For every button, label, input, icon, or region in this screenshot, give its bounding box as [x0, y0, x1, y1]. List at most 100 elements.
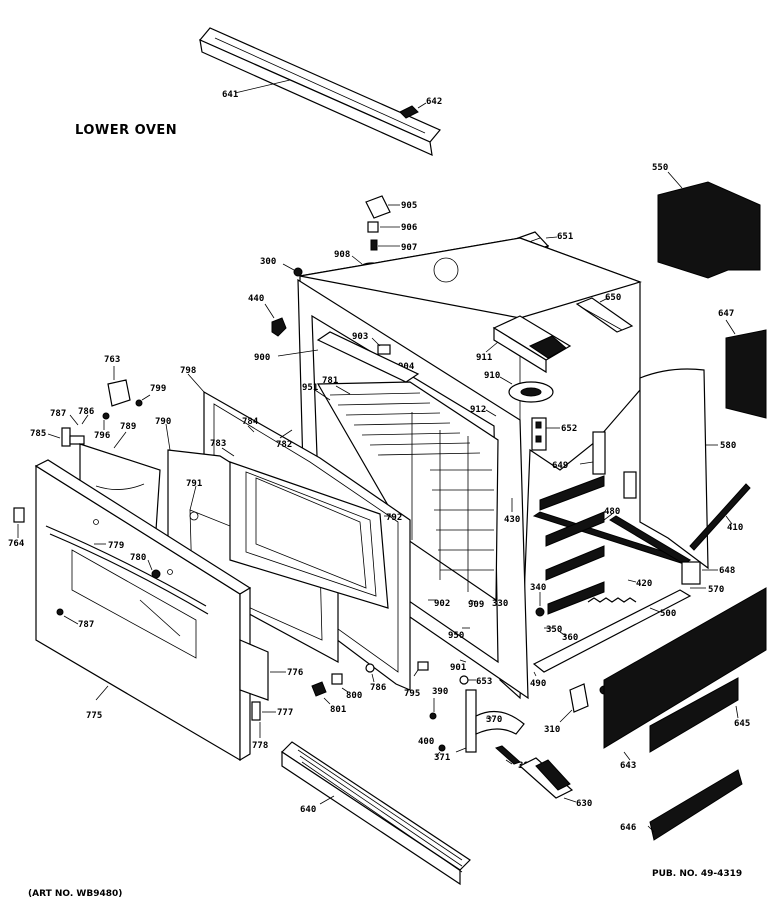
- label-340: 340: [530, 583, 546, 593]
- label-390: 390: [432, 687, 448, 697]
- side-insulation-strips: [539, 475, 605, 615]
- part-903-ignitor: [377, 344, 391, 355]
- label-799: 799: [150, 384, 166, 394]
- part-911-vent-duct: [492, 315, 572, 374]
- part-390-screw: [429, 712, 437, 720]
- label-775: 775: [86, 711, 102, 721]
- part-646-insulation: [649, 769, 743, 841]
- label-400: 400: [418, 737, 434, 747]
- label-796: 796: [94, 431, 110, 441]
- label-550: 550: [652, 163, 668, 173]
- label-648: 648: [719, 566, 735, 576]
- part-643-insulation: [603, 587, 767, 749]
- label-907: 907: [401, 243, 417, 253]
- part-799-screw: [135, 399, 143, 407]
- label-790: 790: [155, 417, 171, 427]
- part-777-hinge: [251, 701, 261, 721]
- part-649-tab: [623, 471, 637, 499]
- part-380-burner-tube: [495, 745, 521, 765]
- label-787-lower: 787: [78, 620, 94, 630]
- label-779: 779: [108, 541, 124, 551]
- part-500-bottom-pan: [532, 589, 692, 673]
- diagram-title: LOWER OVEN: [75, 123, 177, 138]
- label-800: 800: [346, 691, 362, 701]
- label-647: 647: [718, 309, 734, 319]
- part-310-bracket: [569, 683, 589, 713]
- part-647-insulation: [725, 329, 767, 419]
- label-785: 785: [30, 429, 46, 439]
- label-580: 580: [720, 441, 736, 451]
- label-787: 787: [50, 409, 66, 419]
- label-440: 440: [248, 294, 264, 304]
- part-910-burner-cap: [508, 381, 554, 403]
- label-643: 643: [620, 761, 636, 771]
- label-360: 360: [562, 633, 578, 643]
- label-630: 630: [576, 799, 592, 809]
- label-778: 778: [252, 741, 268, 751]
- label-906: 906: [401, 223, 417, 233]
- part-640-kick-panel: [281, 741, 471, 886]
- pub-number: PUB. NO. 49-4319: [652, 869, 742, 879]
- label-903: 903: [352, 332, 368, 342]
- part-440-latch: [271, 317, 287, 337]
- label-780: 780: [130, 553, 146, 563]
- art-number: (ART NO. WB9480): [28, 889, 122, 899]
- label-905: 905: [401, 201, 417, 211]
- part-300-screw: [293, 267, 303, 277]
- label-900: 900: [254, 353, 270, 363]
- label-783: 783: [210, 439, 226, 449]
- label-909: 909: [468, 600, 484, 610]
- label-902: 902: [434, 599, 450, 609]
- label-901: 901: [450, 663, 466, 673]
- label-646: 646: [620, 823, 636, 833]
- part-786-screw: [365, 663, 375, 673]
- part-641-top-trim: [199, 27, 441, 156]
- label-652: 652: [561, 424, 577, 434]
- label-480: 480: [604, 507, 620, 517]
- label-490: 490: [530, 679, 546, 689]
- part-786-hinge-arm: [61, 427, 85, 447]
- label-792: 792: [386, 513, 402, 523]
- label-904: 904: [398, 362, 415, 372]
- label-371: 371: [434, 753, 450, 763]
- label-650: 650: [605, 293, 621, 303]
- part-763-bracket: [107, 379, 131, 407]
- part-642-clip: [399, 105, 419, 119]
- label-784: 784: [242, 417, 259, 427]
- label-370: 370: [486, 715, 502, 725]
- label-420: 420: [636, 579, 652, 589]
- label-776: 776: [287, 668, 303, 678]
- label-350: 350: [546, 625, 562, 635]
- part-630-burner: [518, 757, 574, 799]
- label-908: 908: [334, 250, 350, 260]
- label-912-lower: 912: [470, 405, 486, 415]
- label-764: 764: [8, 539, 25, 549]
- part-787-screw: [56, 608, 64, 616]
- label-641: 641: [222, 90, 238, 100]
- part-340-valve: [535, 607, 545, 617]
- part-801-clip: [311, 681, 327, 697]
- part-649-bracket: [592, 431, 606, 475]
- label-950: 950: [448, 631, 464, 641]
- label-763: 763: [104, 355, 120, 365]
- label-310: 310: [544, 725, 560, 735]
- part-652-hinge: [531, 417, 547, 451]
- part-370-regulator: [465, 689, 525, 753]
- label-645: 645: [734, 719, 750, 729]
- part-400-screw: [438, 744, 446, 752]
- label-410: 410: [727, 523, 743, 533]
- part-764-clip: [13, 507, 25, 523]
- part-776-door-liner: [239, 639, 269, 701]
- label-642: 642: [426, 97, 442, 107]
- part-792-inner-window: [229, 461, 389, 609]
- label-430: 430: [504, 515, 520, 525]
- part-550-insulation: [657, 181, 761, 279]
- label-789: 789: [120, 422, 136, 432]
- label-653: 653: [476, 677, 492, 687]
- label-781: 781: [322, 376, 338, 386]
- label-300: 300: [260, 257, 276, 267]
- label-786: 786: [78, 407, 94, 417]
- label-640: 640: [300, 805, 316, 815]
- label-910: 910: [484, 371, 500, 381]
